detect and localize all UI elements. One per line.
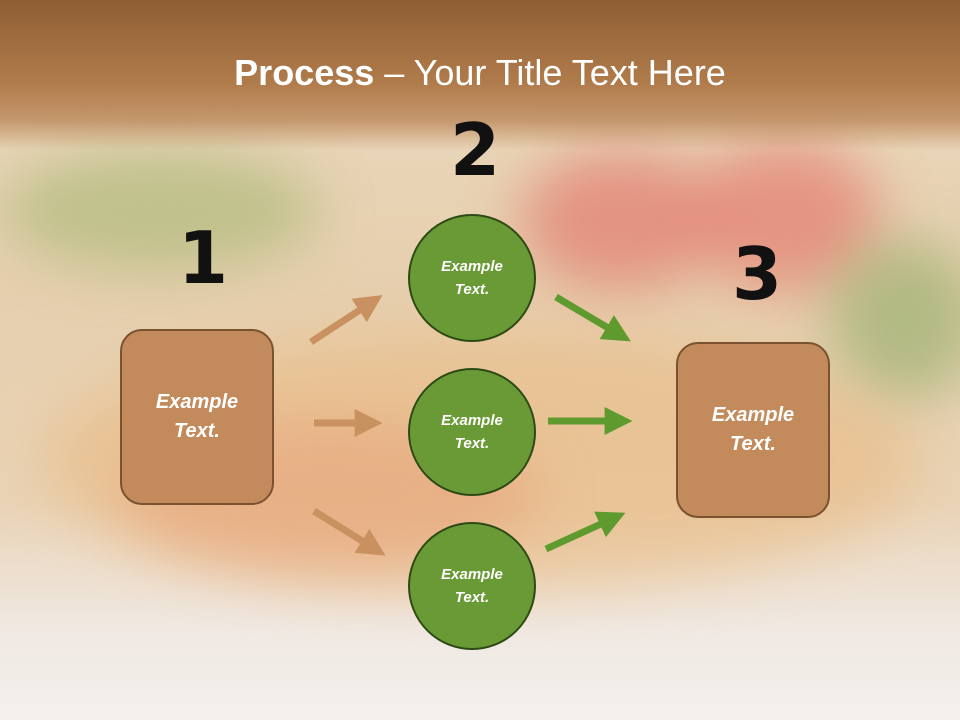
header-band <box>0 0 960 150</box>
step-3-number: 3 <box>732 232 783 316</box>
background-blob <box>690 140 880 290</box>
step-2-circle-middle: Example Text. <box>408 368 536 496</box>
slide-title: Process – Your Title Text Here <box>0 52 960 94</box>
step-1-number: 1 <box>178 216 229 300</box>
step-2-number: 2 <box>450 108 501 192</box>
step-2-circle-bottom: Example Text. <box>408 522 536 650</box>
background-blob <box>520 150 720 290</box>
background-blob <box>830 240 960 400</box>
title-bold: Process <box>234 52 375 93</box>
arrow-1-to-2a <box>309 295 383 345</box>
step-2-text-bottom: Example Text. <box>441 566 503 606</box>
step-1-text: Example Text. <box>155 391 239 442</box>
step-1-box: Example Text. <box>120 329 274 505</box>
arrow-2c-to-3 <box>544 511 626 553</box>
step-2-circle-top: Example Text. <box>408 214 536 342</box>
step-2-text-middle: Example Text. <box>441 412 503 452</box>
arrow-2a-to-3 <box>554 293 631 342</box>
step-2-text-top: Example Text. <box>441 258 503 298</box>
step-3-box: Example Text. <box>676 342 830 518</box>
title-rest: – Your Title Text Here <box>374 52 726 93</box>
background-blob <box>0 150 320 270</box>
arrow-1-to-2c <box>312 508 386 556</box>
step-3-text: Example Text. <box>711 404 795 455</box>
